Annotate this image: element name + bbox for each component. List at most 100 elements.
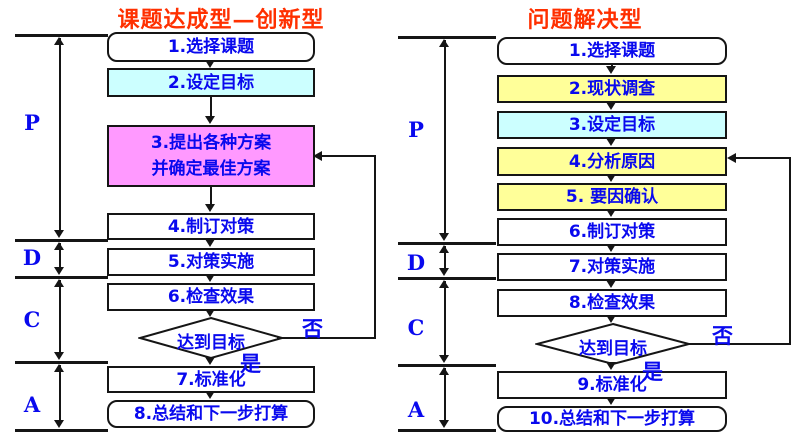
step-label-line: 并确定最佳方案 bbox=[151, 159, 271, 179]
phase-bracket-line bbox=[15, 276, 108, 279]
arrow-up-icon bbox=[54, 279, 64, 287]
phase-label: A bbox=[407, 397, 425, 422]
phase-bracket-line bbox=[398, 277, 496, 280]
yes-label: 是 bbox=[240, 352, 261, 376]
phase-bracket-line bbox=[15, 429, 108, 432]
connector-arrow-icon bbox=[205, 60, 215, 68]
no-label: 否 bbox=[712, 324, 733, 348]
step-box: 2.设定目标 bbox=[107, 68, 315, 97]
feedback-line-bottom bbox=[277, 337, 376, 339]
step-label: 5.对策实施 bbox=[167, 252, 255, 272]
step-label: 6.制订对策 bbox=[568, 222, 656, 242]
feedback-line-bottom bbox=[689, 343, 791, 345]
arrow-down-icon bbox=[439, 268, 449, 276]
step-label: 4.分析原因 bbox=[568, 151, 656, 172]
arrow-down-icon bbox=[54, 230, 64, 238]
phase-span-arrow bbox=[59, 38, 61, 235]
phase-bracket-line bbox=[398, 429, 496, 432]
connector-line bbox=[210, 97, 212, 118]
connector-arrow-icon bbox=[606, 174, 616, 182]
feedback-line-top bbox=[736, 157, 791, 159]
step-box: 7.标准化 bbox=[107, 366, 315, 393]
arrow-up-icon bbox=[439, 367, 449, 375]
step-label: 2.现状调查 bbox=[568, 79, 656, 99]
connector-arrow-icon bbox=[606, 102, 616, 110]
decision-label: 达到目标 bbox=[579, 339, 647, 359]
step-box: 10.总结和下一步打算 bbox=[497, 406, 727, 432]
feedback-line-vertical bbox=[789, 157, 791, 345]
phase-span-arrow bbox=[59, 365, 61, 425]
connector-arrow-icon bbox=[606, 209, 616, 217]
arrow-down-icon bbox=[54, 352, 64, 360]
arrow-up-icon bbox=[439, 245, 449, 253]
phase-span-arrow bbox=[444, 281, 446, 360]
step-box: 4.制订对策 bbox=[107, 213, 315, 240]
connector-arrow-icon bbox=[606, 244, 616, 252]
step-box: 4.分析原因 bbox=[497, 147, 727, 176]
feedback-arrow-icon bbox=[313, 151, 322, 161]
step-label: 8.检查效果 bbox=[568, 293, 656, 313]
step-box: 9.标准化 bbox=[497, 371, 727, 399]
decision-label: 达到目标 bbox=[177, 333, 245, 353]
connector-arrow-icon bbox=[606, 280, 616, 288]
connector-line bbox=[210, 187, 212, 206]
step-box: 1.选择课题 bbox=[497, 37, 727, 65]
step-box: 6.制订对策 bbox=[497, 218, 727, 246]
arrow-down-icon bbox=[54, 267, 64, 275]
arrow-up-icon bbox=[439, 280, 449, 288]
step-label: 3.设定目标 bbox=[568, 115, 656, 135]
phase-label: P bbox=[408, 117, 424, 142]
phase-span-arrow bbox=[59, 243, 61, 272]
arrow-up-icon bbox=[54, 364, 64, 372]
step-label: 9.标准化 bbox=[577, 375, 647, 395]
connector-arrow-icon bbox=[205, 391, 215, 399]
step-label: 5. 要因确认 bbox=[565, 187, 659, 207]
phase-bracket-line bbox=[15, 239, 108, 242]
phase-bracket-line bbox=[398, 36, 496, 39]
connector-arrow-icon bbox=[205, 116, 215, 124]
step-label-line: 3.提出各种方案 bbox=[150, 133, 272, 153]
step-box: 5. 要因确认 bbox=[497, 183, 727, 211]
phase-bracket-line bbox=[398, 364, 496, 367]
phase-bracket-line bbox=[398, 242, 496, 245]
phase-span-arrow bbox=[444, 246, 446, 273]
connector-arrow-icon bbox=[205, 309, 215, 317]
step-box: 8.检查效果 bbox=[497, 289, 727, 317]
arrow-up-icon bbox=[54, 242, 64, 250]
right-chart-title: 问题解决型 bbox=[527, 7, 643, 33]
phase-span-arrow bbox=[59, 280, 61, 357]
connector-arrow-icon bbox=[606, 397, 616, 405]
step-label: 1.选择课题 bbox=[568, 41, 656, 61]
feedback-line-top bbox=[322, 155, 376, 157]
connector-arrow-icon bbox=[606, 315, 616, 323]
step-box: 2.现状调查 bbox=[497, 75, 727, 103]
step-box: 7.对策实施 bbox=[497, 253, 727, 281]
feedback-arrow-icon bbox=[727, 153, 736, 163]
phase-label: A bbox=[23, 392, 41, 417]
arrow-down-icon bbox=[54, 420, 64, 428]
step-label: 2.设定目标 bbox=[167, 72, 255, 93]
phase-label: P bbox=[24, 110, 40, 135]
step-label: 10.总结和下一步打算 bbox=[528, 409, 696, 429]
feedback-line-vertical bbox=[374, 155, 376, 339]
step-label: 7.标准化 bbox=[176, 369, 246, 390]
arrow-down-icon bbox=[439, 420, 449, 428]
step-box: 3.设定目标 bbox=[497, 111, 727, 139]
phase-bracket-line bbox=[15, 34, 108, 37]
step-label: 4.制订对策 bbox=[167, 216, 255, 237]
phase-bracket-line bbox=[15, 361, 108, 364]
connector-arrow-icon bbox=[606, 362, 616, 370]
phase-span-arrow bbox=[444, 40, 446, 238]
step-box: 8.总结和下一步打算 bbox=[107, 400, 315, 428]
step-box: 3.提出各种方案并确定最佳方案 bbox=[107, 125, 315, 187]
phase-label: C bbox=[407, 315, 425, 340]
connector-arrow-icon bbox=[205, 274, 215, 282]
step-box: 6.检查效果 bbox=[107, 283, 315, 311]
step-label: 6.检查效果 bbox=[167, 287, 255, 307]
phase-label: D bbox=[22, 245, 42, 270]
arrow-up-icon bbox=[54, 37, 64, 45]
arrow-up-icon bbox=[439, 39, 449, 47]
phase-label: C bbox=[23, 307, 41, 332]
phase-span-arrow bbox=[444, 368, 446, 425]
